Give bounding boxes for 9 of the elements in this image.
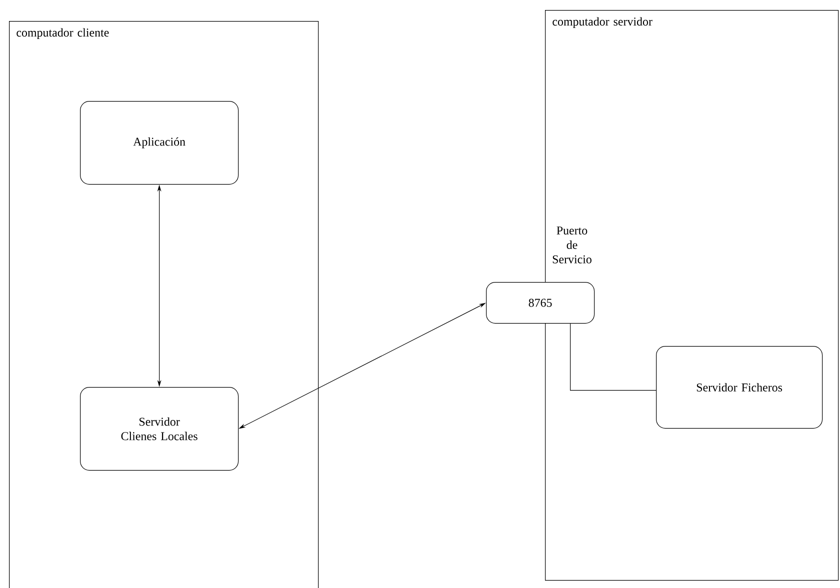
connector	[570, 323, 656, 391]
process-box: Aplicación	[80, 101, 239, 185]
computer-frame	[9, 21, 319, 588]
port-box: 8765	[486, 282, 595, 324]
process-box: Servidor Ficheros	[656, 346, 823, 429]
heading: computador servidor	[552, 17, 652, 28]
heading: computador cliente	[16, 28, 109, 40]
process-box: Servidor Clienes Locales	[80, 387, 239, 471]
port-label: Puerto de Servicio	[549, 226, 595, 264]
